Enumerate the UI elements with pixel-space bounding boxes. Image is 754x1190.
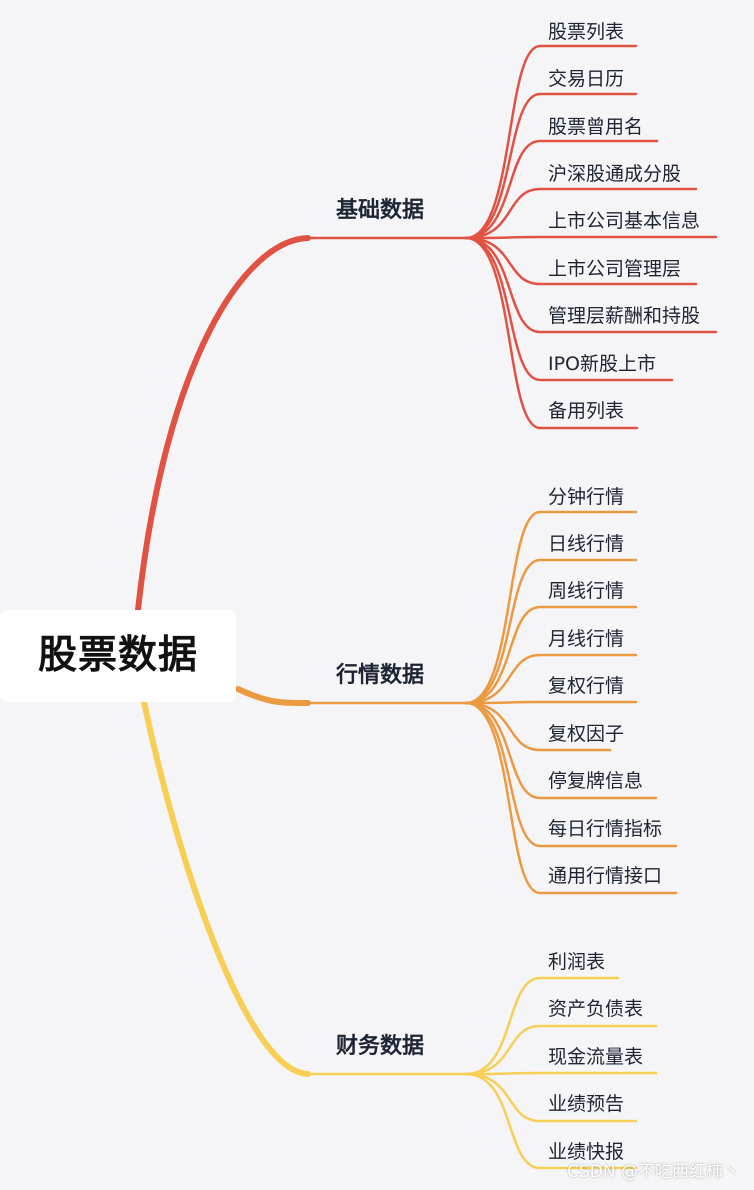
leaf-node-earnings-express[interactable]: 业绩快报 bbox=[548, 1141, 625, 1163]
leaf-connector bbox=[464, 235, 718, 240]
root-node-label: 股票数据 bbox=[37, 633, 198, 678]
root-node[interactable]: 股票数据 bbox=[0, 610, 236, 702]
trunk-connector bbox=[235, 686, 311, 706]
leaf-node-management-pay[interactable]: 管理层薪酬和持股 bbox=[548, 305, 701, 327]
leaf-node-former-names[interactable]: 股票曾用名 bbox=[548, 116, 644, 138]
leaf-node-income-statement[interactable]: 利润表 bbox=[548, 951, 606, 973]
branch-node-financial-data[interactable]: 财务数据 bbox=[336, 1034, 425, 1059]
leaf-node-stock-list[interactable]: 股票列表 bbox=[548, 21, 625, 43]
leaf-node-adjust-factor[interactable]: 复权因子 bbox=[548, 723, 625, 745]
watermark: CSDN @不吃西红柿丶 bbox=[567, 1162, 740, 1182]
leaf-node-balance-sheet[interactable]: 资产负债表 bbox=[548, 998, 644, 1020]
leaf-node-general-quotes-api[interactable]: 通用行情接口 bbox=[548, 865, 663, 887]
leaf-node-daily-indicators[interactable]: 每日行情指标 bbox=[548, 818, 663, 840]
leaf-node-monthly-quotes[interactable]: 月线行情 bbox=[548, 628, 625, 650]
leaf-node-adjusted-quotes[interactable]: 复权行情 bbox=[548, 675, 625, 697]
leaf-connector bbox=[464, 1071, 658, 1076]
leaf-node-suspension-info[interactable]: 停复牌信息 bbox=[548, 770, 644, 792]
trunk-connector bbox=[141, 699, 311, 1077]
trunk-connector bbox=[135, 235, 311, 613]
leaf-node-weekly-quotes[interactable]: 周线行情 bbox=[548, 580, 625, 602]
leaf-node-earnings-forecast[interactable]: 业绩预告 bbox=[548, 1093, 625, 1115]
leaf-node-daily-quotes[interactable]: 日线行情 bbox=[548, 533, 625, 555]
leaf-node-company-management[interactable]: 上市公司管理层 bbox=[548, 258, 682, 280]
leaf-node-trade-calendar[interactable]: 交易日历 bbox=[548, 68, 625, 90]
leaf-connector bbox=[464, 700, 638, 705]
branch-node-market-data[interactable]: 行情数据 bbox=[336, 663, 425, 688]
leaf-node-cash-flow[interactable]: 现金流量表 bbox=[548, 1046, 644, 1068]
leaf-node-backup-list[interactable]: 备用列表 bbox=[548, 400, 625, 422]
leaf-node-hsgt-constituents[interactable]: 沪深股通成分股 bbox=[548, 163, 682, 185]
branch-node-basic-data[interactable]: 基础数据 bbox=[336, 198, 425, 223]
leaf-node-minute-quotes[interactable]: 分钟行情 bbox=[548, 486, 625, 508]
leaf-node-company-basic-info[interactable]: 上市公司基本信息 bbox=[548, 210, 701, 232]
leaf-node-ipo-listing[interactable]: IPO新股上市 bbox=[548, 353, 657, 375]
